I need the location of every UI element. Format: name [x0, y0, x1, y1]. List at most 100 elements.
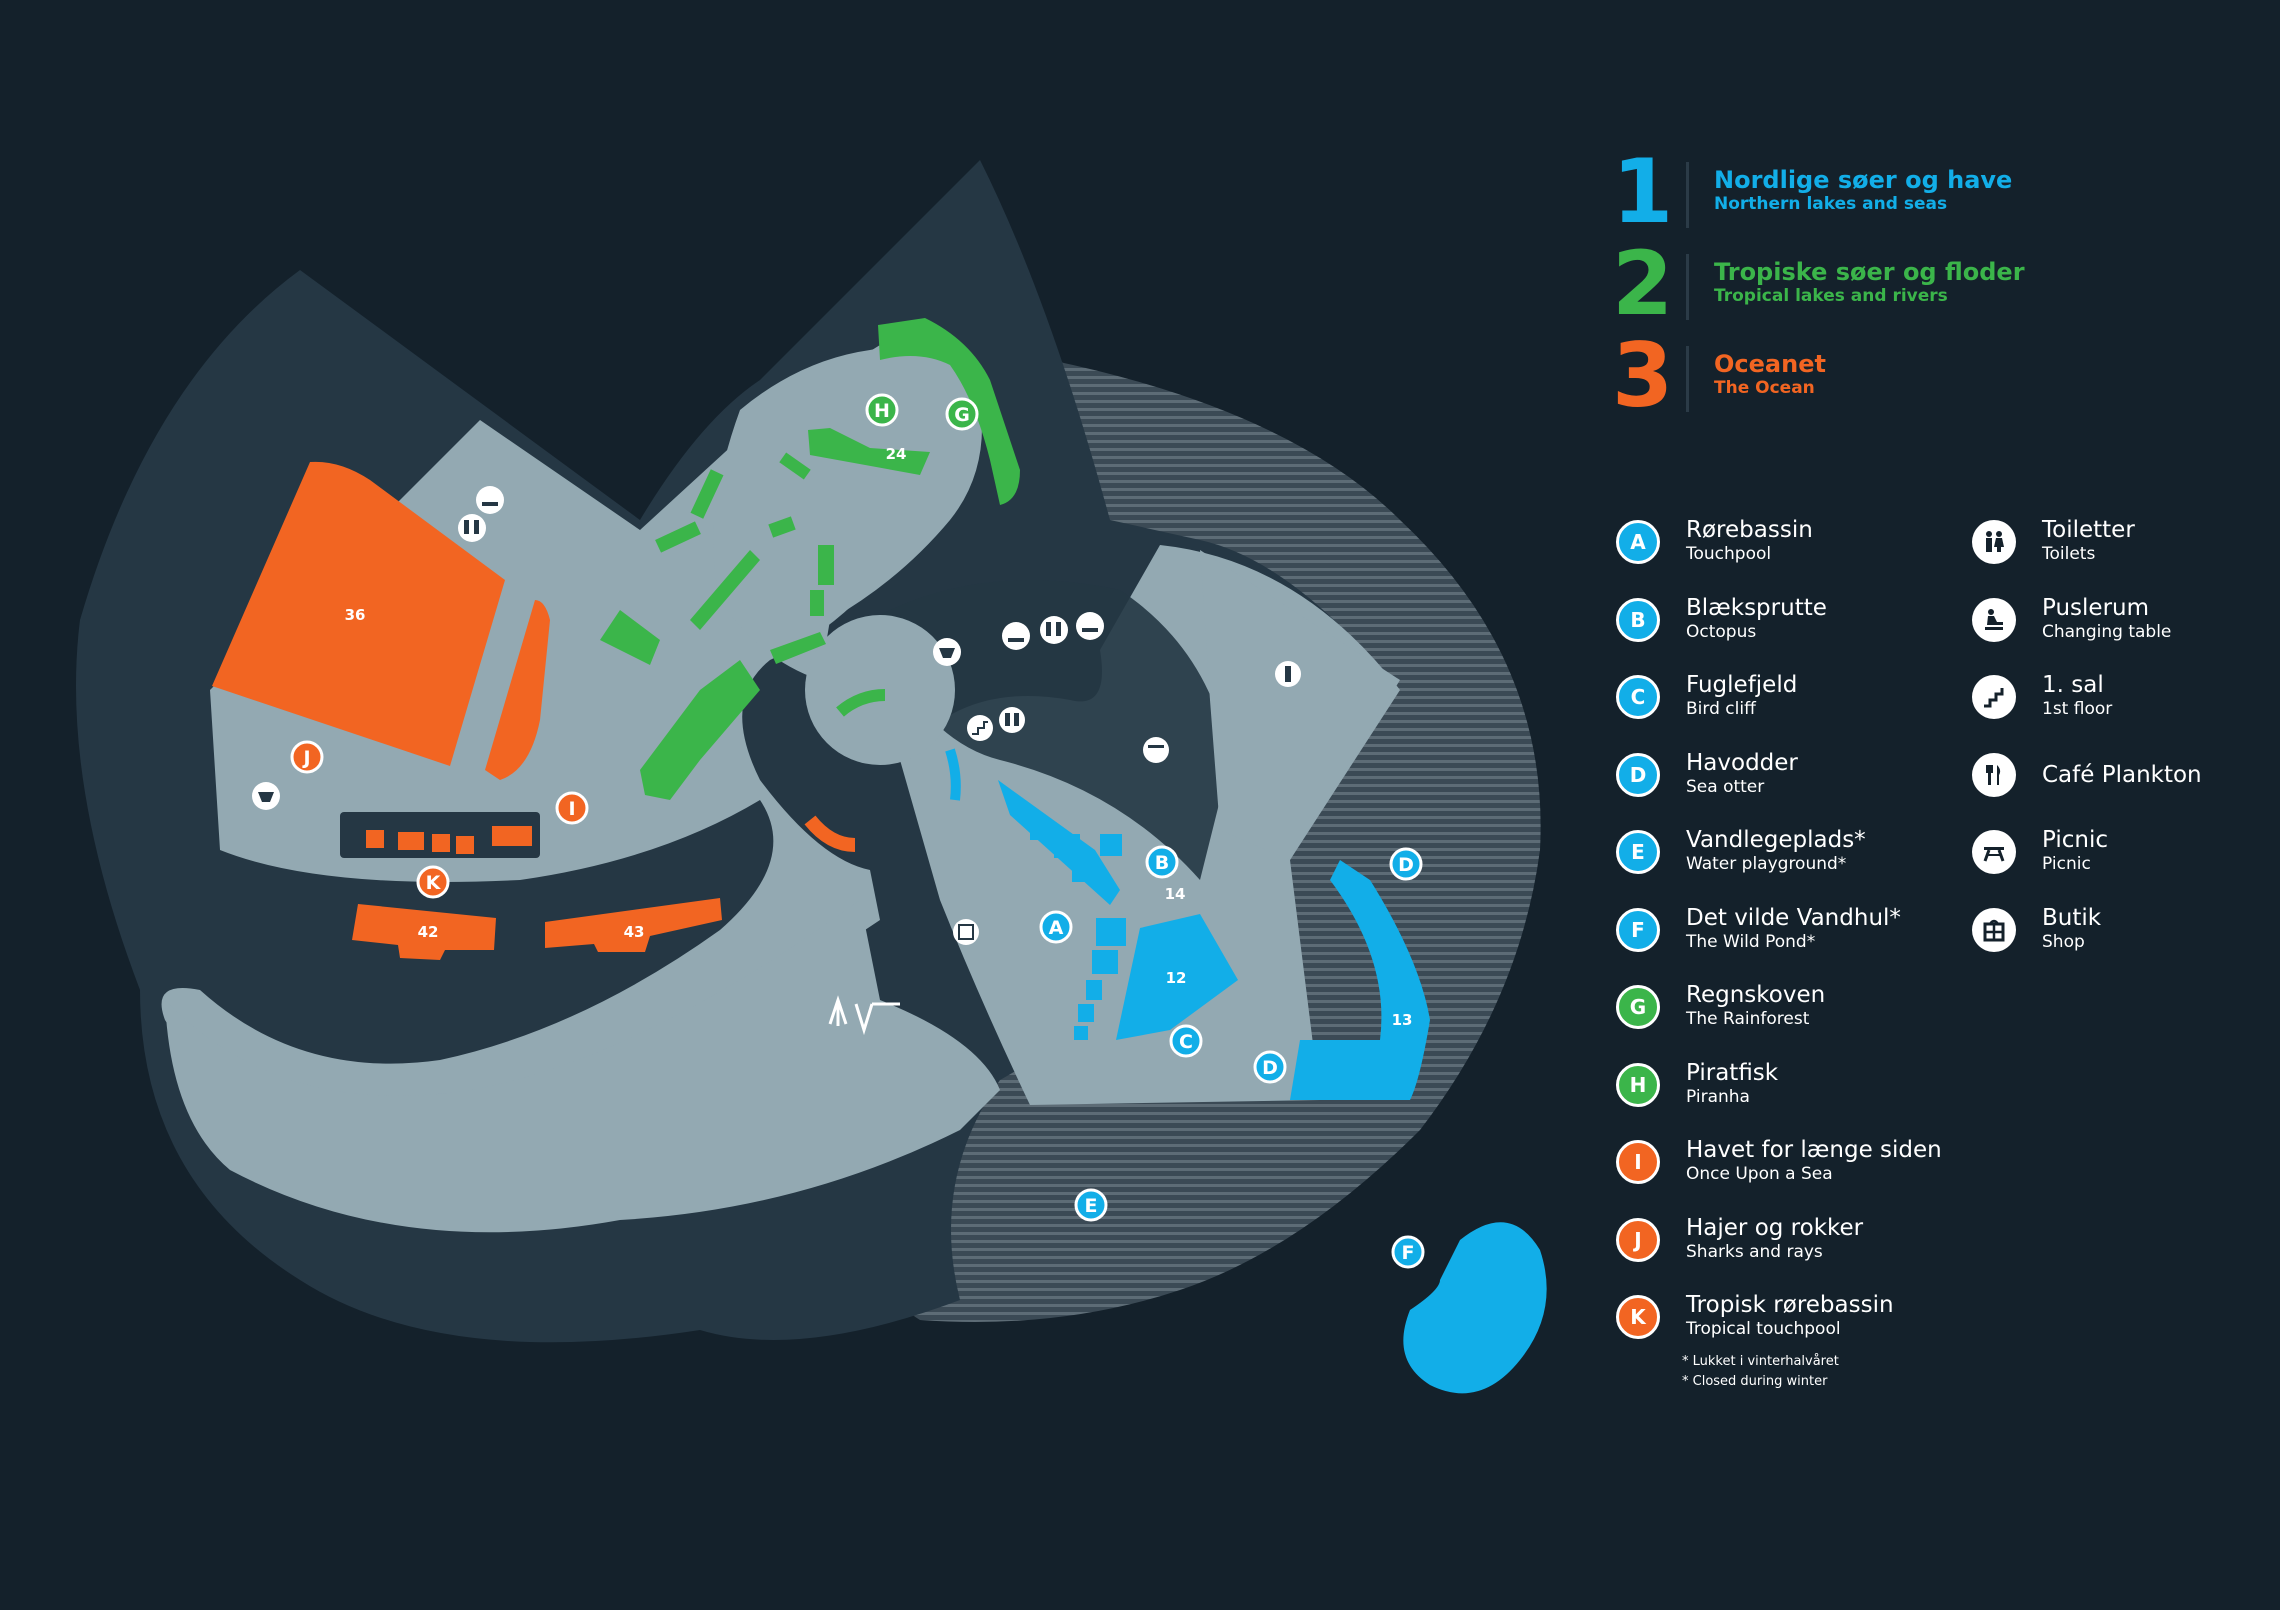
- legend-title: Rørebassin: [1686, 517, 1813, 543]
- legend-subtitle: Octopus: [1686, 621, 1757, 642]
- map-changing-table-icon-3[interactable]: [1076, 612, 1104, 640]
- legend-title: Café Plankton: [2042, 761, 2202, 788]
- map-picnic-icon[interactable]: [1143, 737, 1169, 763]
- marker-i-letter: I: [568, 798, 575, 820]
- tank-label-43: 43: [624, 923, 645, 941]
- tank-43: [545, 898, 722, 952]
- map-cafe-icon-2[interactable]: [933, 638, 961, 666]
- tank-24: [808, 428, 930, 475]
- legend-title: Toiletter: [2042, 517, 2135, 543]
- legend-subtitle: The Wild Pond*: [1686, 931, 1816, 952]
- marker-i[interactable]: I: [555, 791, 589, 825]
- marker-d-1-letter: D: [1398, 854, 1414, 876]
- marker-f[interactable]: F: [1391, 1235, 1425, 1269]
- marker-d-2[interactable]: D: [1253, 1050, 1287, 1084]
- map-shop-icon[interactable]: [953, 919, 979, 945]
- marker-d-2-letter: D: [1262, 1057, 1278, 1079]
- marker-g[interactable]: G: [945, 397, 979, 431]
- legend-title: Regnskoven: [1686, 982, 1826, 1008]
- legend-subtitle: Toilets: [2042, 544, 2096, 564]
- tank-blue-6: [1092, 950, 1118, 974]
- map-entrance-arrows-icon: [828, 995, 900, 1036]
- marker-a[interactable]: A: [1039, 910, 1073, 944]
- tank-green-1: [690, 469, 724, 519]
- zone-3-title: Oceanet: [1714, 350, 1826, 378]
- shop-icon: [1972, 907, 2016, 952]
- tank-small-1: [366, 830, 384, 848]
- tank-36-side: [485, 600, 550, 780]
- tank-orange-arc: [804, 815, 856, 852]
- tank-green-4: [600, 610, 660, 665]
- legend-subtitle: Changing table: [2042, 621, 2172, 642]
- marker-k[interactable]: K: [416, 865, 450, 899]
- legend-subtitle: Water playground*: [1686, 854, 1847, 874]
- marker-j[interactable]: J: [290, 740, 324, 774]
- tank-green-arc: [836, 689, 886, 717]
- legend-marker-k: K: [1616, 1295, 1660, 1339]
- legend-title: Havodder: [1686, 749, 1798, 776]
- tank-label-42: 42: [418, 923, 439, 941]
- zone-2-subtitle: Tropical lakes and rivers: [1714, 286, 1948, 306]
- marker-f-letter: F: [1402, 1242, 1415, 1264]
- legend-marker-d: D: [1616, 752, 1660, 797]
- zone-3-number: 3: [1612, 324, 1674, 427]
- legend-subtitle: Picnic: [2042, 854, 2091, 874]
- marker-b[interactable]: B: [1145, 845, 1179, 879]
- stairs-icon: [1972, 675, 2016, 719]
- tank-label-24: 24: [886, 445, 907, 463]
- map-stairs-icon[interactable]: [967, 715, 993, 741]
- legend-footnotes: * Lukket i vinterhalvåret * Closed durin…: [1682, 1352, 1839, 1392]
- zone-3-subtitle: The Ocean: [1714, 378, 1815, 398]
- legend-title: Fuglefjeld: [1686, 672, 1798, 698]
- legend-marker-b: B: [1616, 597, 1660, 642]
- legend-subtitle: Once Upon a Sea: [1686, 1164, 1833, 1184]
- map-toilets-icon[interactable]: [458, 514, 486, 542]
- marker-b-letter: B: [1155, 852, 1169, 874]
- tank-green-8: [818, 545, 834, 585]
- tank-green-5: [690, 550, 760, 630]
- legend-subtitle: Sharks and rays: [1686, 1241, 1823, 1262]
- marker-e[interactable]: E: [1074, 1188, 1108, 1222]
- map-changing-table-icon[interactable]: [476, 486, 504, 514]
- footnote-english: * Closed during winter: [1682, 1374, 1828, 1389]
- legend-title: Puslerum: [2042, 594, 2150, 621]
- legend-marker-a: A: [1616, 520, 1660, 564]
- marker-d-1[interactable]: D: [1389, 847, 1423, 881]
- legend-title: Picnic: [2042, 827, 2109, 853]
- legend-text: Café Plankton: [2042, 761, 2202, 789]
- tank-label-14: 14: [1165, 885, 1186, 903]
- marker-g-letter: G: [954, 404, 970, 426]
- tank-blue-7: [1086, 980, 1102, 1000]
- legend-title: Tropisk rørebassin: [1686, 1292, 1894, 1318]
- marker-h[interactable]: H: [865, 393, 899, 427]
- tank-label-12: 12: [1166, 969, 1187, 987]
- legend-subtitle: Touchpool: [1686, 544, 1772, 564]
- map-cafe-icon-3[interactable]: [1275, 661, 1301, 687]
- tank-12: [1116, 914, 1238, 1040]
- tank-green-6: [640, 660, 760, 800]
- map-toilets-icon-2[interactable]: [1040, 616, 1068, 644]
- zone-2-text: Tropiske søer og floder Tropical lakes a…: [1714, 258, 2025, 306]
- wild-pond: [1403, 1222, 1547, 1394]
- tank-green-2: [655, 521, 701, 553]
- map-changing-table-icon-2[interactable]: [1002, 622, 1030, 650]
- map-toilets-icon-3[interactable]: [999, 707, 1025, 733]
- marker-c[interactable]: C: [1169, 1024, 1203, 1058]
- legend-marker-f: F: [1616, 907, 1660, 952]
- legend-text: Det vilde Vandhul*The Wild Pond*: [1686, 904, 1901, 952]
- marker-h-letter: H: [874, 400, 890, 422]
- legend-title: Blæksprutte: [1686, 594, 1827, 621]
- tank-blue-3: [1072, 860, 1098, 882]
- legend-subtitle: Piranha: [1686, 1086, 1750, 1107]
- map-cafe-icon[interactable]: [252, 782, 280, 810]
- zone-2-title: Tropiske søer og floder: [1714, 258, 2025, 286]
- legend-marker-j: J: [1616, 1217, 1660, 1262]
